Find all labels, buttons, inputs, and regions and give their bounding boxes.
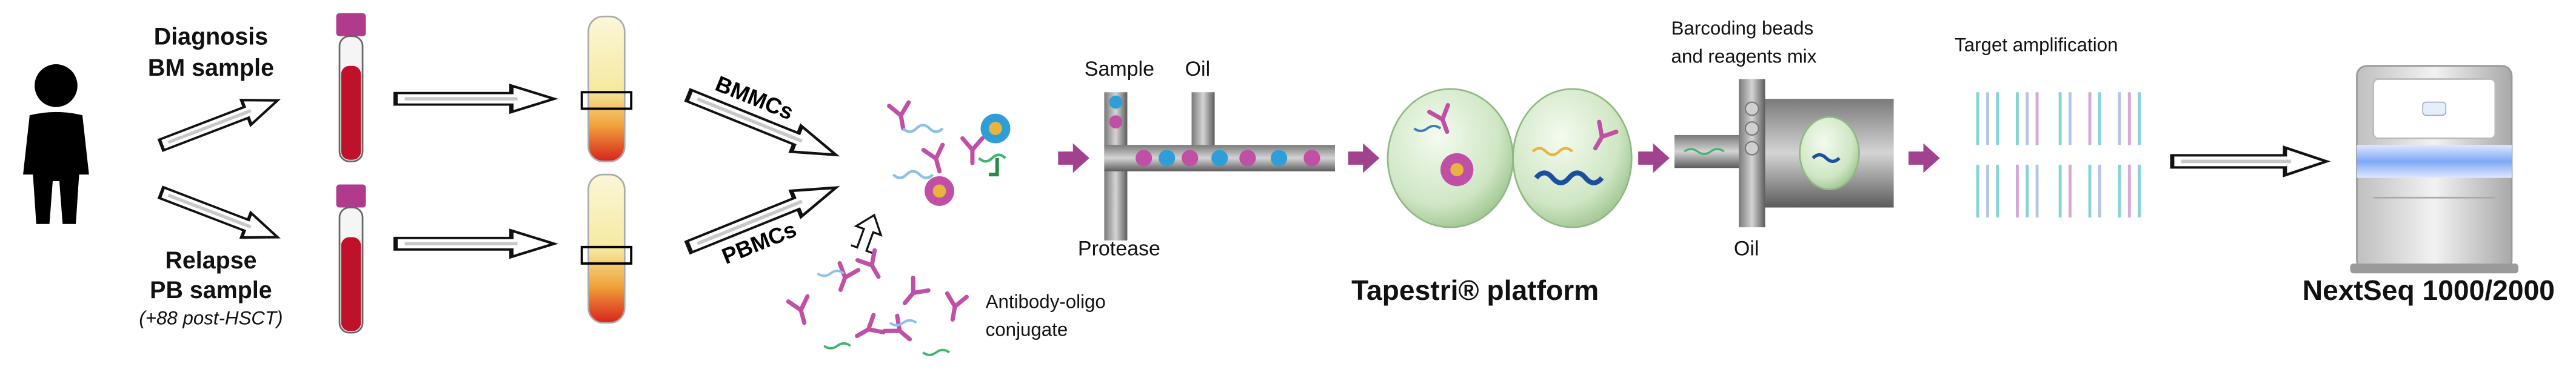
target-amplification-icon (1976, 92, 2141, 217)
encapsulated-cell-droplet (1387, 88, 1514, 228)
antibody-oligo-conjugate-icon (788, 250, 966, 356)
lysed-cell-droplet (1512, 88, 1633, 228)
process-arrow (1909, 143, 1940, 173)
nextseq-sequencer-icon (2350, 65, 2518, 274)
antibody-input-arrow (851, 213, 883, 254)
chip-oil-label: Oil (1185, 58, 1211, 81)
chip-protease-label: Protease (1077, 237, 1160, 261)
bm-blood-tube-icon (336, 13, 366, 162)
arrow-to-sequencer (2172, 148, 2326, 176)
bm-ficoll-tube-icon (580, 15, 633, 162)
amplification-label: Target amplification (1955, 36, 2118, 56)
microfluidic-chip-cell-encapsulation (1104, 92, 1335, 241)
pb-ficoll-tube-icon (580, 173, 633, 324)
chip-sample-label: Sample (1084, 58, 1155, 81)
process-arrow (1638, 143, 1670, 173)
cell-antibody-cluster (889, 102, 1011, 206)
process-arrow (1348, 143, 1380, 173)
barcoding-label-line1: Barcoding beads (1671, 19, 1814, 40)
bm-sample-label-line2: BM sample (147, 56, 275, 82)
bm-sample-label-line1: Diagnosis (153, 24, 269, 51)
arrow-to-pb-sample (157, 181, 283, 250)
arrow-pb-to-ficoll (395, 231, 554, 257)
patient-icon (23, 64, 89, 224)
arrow-bm-to-ficoll (395, 85, 554, 111)
antibody-label-line2: conjugate (985, 321, 1068, 341)
pb-sample-label-line2: PB sample (150, 278, 272, 305)
process-arrow (1058, 143, 1089, 173)
platform-title: Tapestri® platform (1351, 274, 1599, 307)
sequencer-title: NextSeq 1000/2000 (2302, 274, 2555, 307)
antibody-label-line1: Antibody-oligo (985, 293, 1106, 313)
arrow-to-bm-sample (157, 88, 283, 157)
pb-blood-tube-icon (336, 184, 366, 334)
chip2-oil-label: Oil (1733, 237, 1759, 261)
microfluidic-chip-barcoding (1674, 79, 1894, 228)
barcoding-label-line2: and reagents mix (1671, 47, 1817, 68)
pb-sample-label-line1: Relapse (165, 248, 257, 275)
post-hsct-note: (+88 post-HSCT) (139, 310, 283, 330)
